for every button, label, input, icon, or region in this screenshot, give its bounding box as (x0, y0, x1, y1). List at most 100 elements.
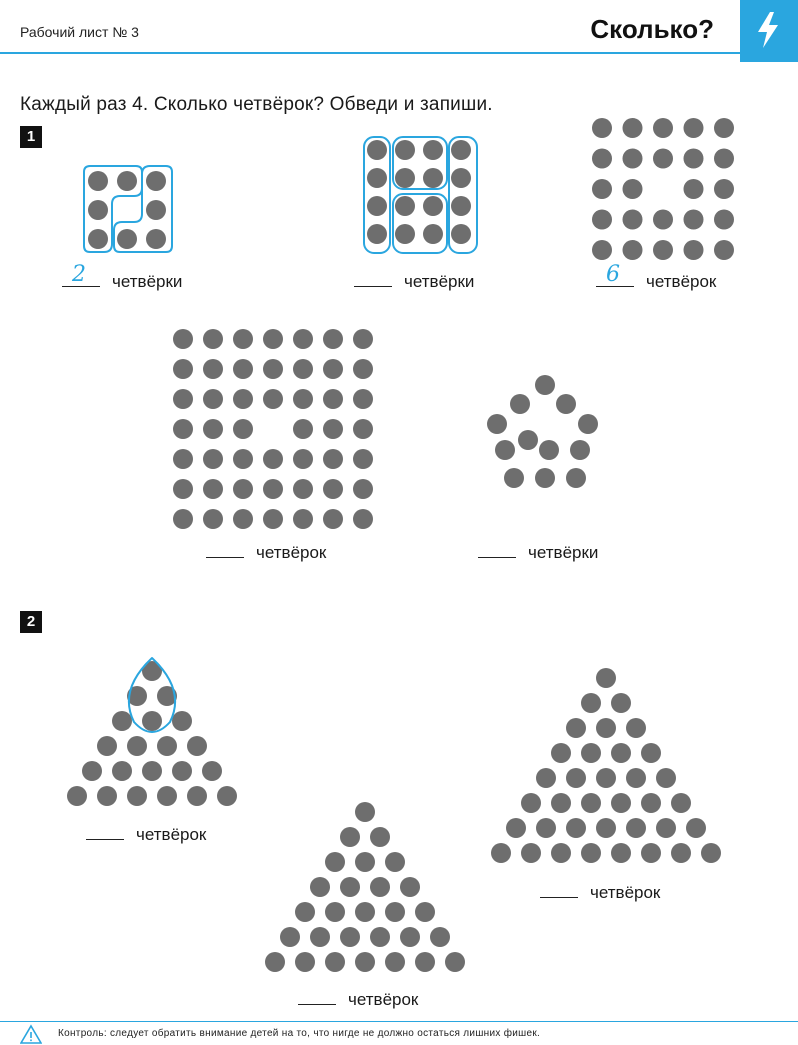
dot[interactable] (293, 329, 313, 349)
dot[interactable] (367, 224, 387, 244)
dot[interactable] (451, 196, 471, 216)
dot[interactable] (539, 440, 559, 460)
dot[interactable] (385, 902, 405, 922)
dot[interactable] (263, 329, 283, 349)
dot[interactable] (117, 229, 137, 249)
dot[interactable] (423, 140, 443, 160)
dot[interactable] (233, 449, 253, 469)
dot[interactable] (367, 168, 387, 188)
dot[interactable] (385, 852, 405, 872)
dot[interactable] (293, 419, 313, 439)
dot[interactable] (551, 743, 571, 763)
dot[interactable] (445, 952, 465, 972)
dot[interactable] (400, 927, 420, 947)
dot[interactable] (653, 240, 673, 260)
dot[interactable] (353, 359, 373, 379)
dot[interactable] (578, 414, 598, 434)
dot[interactable] (641, 843, 661, 863)
dot[interactable] (173, 479, 193, 499)
dot[interactable] (535, 375, 555, 395)
dot[interactable] (233, 509, 253, 529)
dot[interactable] (146, 200, 166, 220)
dot[interactable] (395, 168, 415, 188)
dot[interactable] (233, 419, 253, 439)
dot[interactable] (203, 389, 223, 409)
dot[interactable] (203, 329, 223, 349)
dot[interactable] (683, 179, 704, 199)
dot[interactable] (353, 329, 373, 349)
dot[interactable] (233, 329, 253, 349)
dot[interactable] (395, 140, 415, 160)
dot[interactable] (653, 148, 673, 169)
dot[interactable] (536, 768, 556, 788)
dot[interactable] (280, 927, 300, 947)
dot[interactable] (203, 359, 223, 379)
dot[interactable] (566, 468, 586, 488)
dot[interactable] (67, 786, 87, 806)
dot[interactable] (551, 843, 571, 863)
dot[interactable] (340, 827, 360, 847)
dot[interactable] (536, 818, 556, 838)
dot[interactable] (325, 952, 345, 972)
dot[interactable] (656, 768, 676, 788)
dot[interactable] (88, 229, 108, 249)
dot[interactable] (611, 843, 631, 863)
dot[interactable] (622, 209, 643, 230)
dot[interactable] (521, 843, 541, 863)
dot[interactable] (592, 148, 612, 169)
dot[interactable] (142, 711, 162, 731)
dot[interactable] (293, 479, 313, 499)
answer-field-1-2[interactable]: четвёрки (354, 272, 474, 292)
dot[interactable] (626, 818, 646, 838)
dot[interactable] (187, 736, 207, 756)
dot[interactable] (295, 902, 315, 922)
dot[interactable] (504, 468, 524, 488)
dot[interactable] (592, 118, 612, 138)
dot[interactable] (653, 118, 673, 138)
dot[interactable] (127, 686, 147, 706)
dot[interactable] (203, 509, 223, 529)
dot[interactable] (641, 793, 661, 813)
dot[interactable] (714, 240, 734, 260)
dot[interactable] (173, 359, 193, 379)
dot[interactable] (671, 843, 691, 863)
dot[interactable] (127, 786, 147, 806)
dot[interactable] (88, 171, 108, 191)
dot[interactable] (353, 449, 373, 469)
dot[interactable] (293, 359, 313, 379)
dot[interactable] (325, 902, 345, 922)
answer-field-1-4[interactable]: четвёрок (206, 543, 326, 563)
dot[interactable] (423, 168, 443, 188)
dot[interactable] (556, 394, 576, 414)
dot[interactable] (323, 329, 343, 349)
dot[interactable] (596, 818, 616, 838)
dot[interactable] (112, 761, 132, 781)
dot[interactable] (714, 179, 734, 199)
dot[interactable] (217, 786, 237, 806)
dot[interactable] (293, 449, 313, 469)
dot[interactable] (127, 736, 147, 756)
dot[interactable] (596, 718, 616, 738)
answer-field-1-5[interactable]: четвёрки (478, 543, 598, 563)
dot[interactable] (400, 877, 420, 897)
dot[interactable] (146, 171, 166, 191)
dot[interactable] (683, 148, 704, 169)
dot[interactable] (385, 952, 405, 972)
dot[interactable] (451, 224, 471, 244)
dot[interactable] (596, 668, 616, 688)
dot[interactable] (683, 209, 704, 230)
dot[interactable] (172, 761, 192, 781)
dot[interactable] (353, 509, 373, 529)
dot[interactable] (683, 240, 704, 260)
dot[interactable] (611, 793, 631, 813)
answer-field-2-2[interactable]: четвёрок (540, 883, 660, 903)
dot[interactable] (370, 827, 390, 847)
dot[interactable] (626, 718, 646, 738)
dot[interactable] (581, 843, 601, 863)
dot[interactable] (353, 479, 373, 499)
dot[interactable] (323, 509, 343, 529)
dot[interactable] (592, 179, 612, 199)
dot[interactable] (187, 786, 207, 806)
dot[interactable] (714, 148, 734, 169)
dot[interactable] (622, 179, 643, 199)
